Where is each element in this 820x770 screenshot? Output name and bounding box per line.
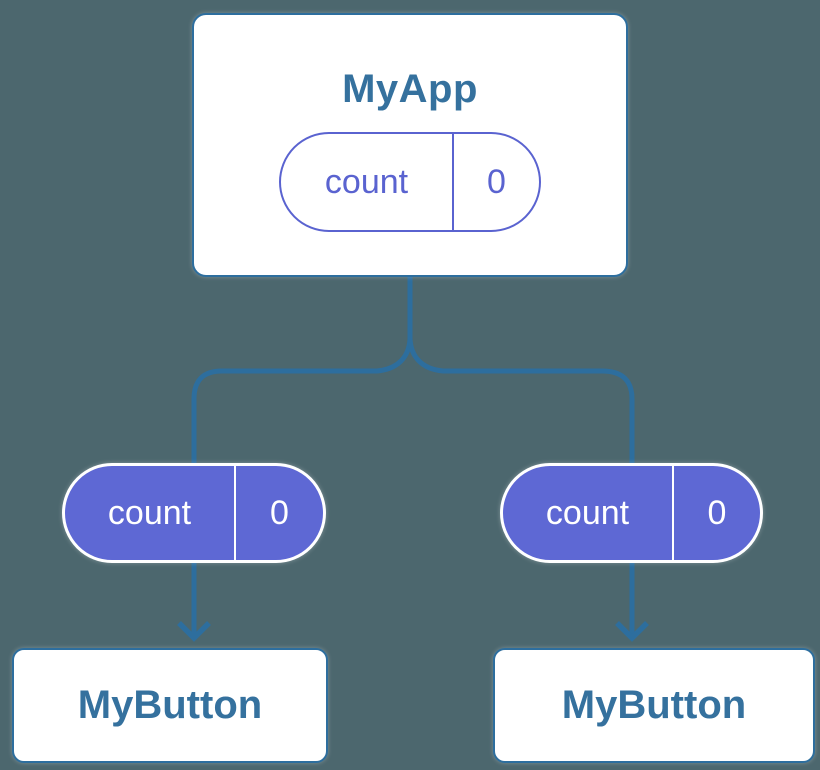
arrow-down-icon	[177, 621, 211, 642]
root-component-node: MyApp count 0	[192, 13, 628, 277]
prop-pill: count 0	[62, 463, 326, 563]
child-component-node: MyButton	[493, 648, 815, 763]
connector-branch-left	[191, 338, 413, 636]
connector-branch-right	[407, 338, 635, 636]
prop-pill-value: 0	[672, 466, 760, 560]
root-component-title: MyApp	[342, 67, 478, 111]
arrow-down-icon	[615, 621, 649, 642]
prop-pill-label: count	[107, 493, 192, 532]
prop-pill-label: count	[545, 493, 630, 532]
prop-pill-value: 0	[234, 466, 323, 560]
state-pill: count 0	[279, 132, 541, 232]
prop-pill: count 0	[500, 463, 763, 563]
state-pill-value: 0	[452, 134, 539, 230]
state-pill-label: count	[324, 162, 409, 201]
child-component-node: MyButton	[12, 648, 328, 763]
